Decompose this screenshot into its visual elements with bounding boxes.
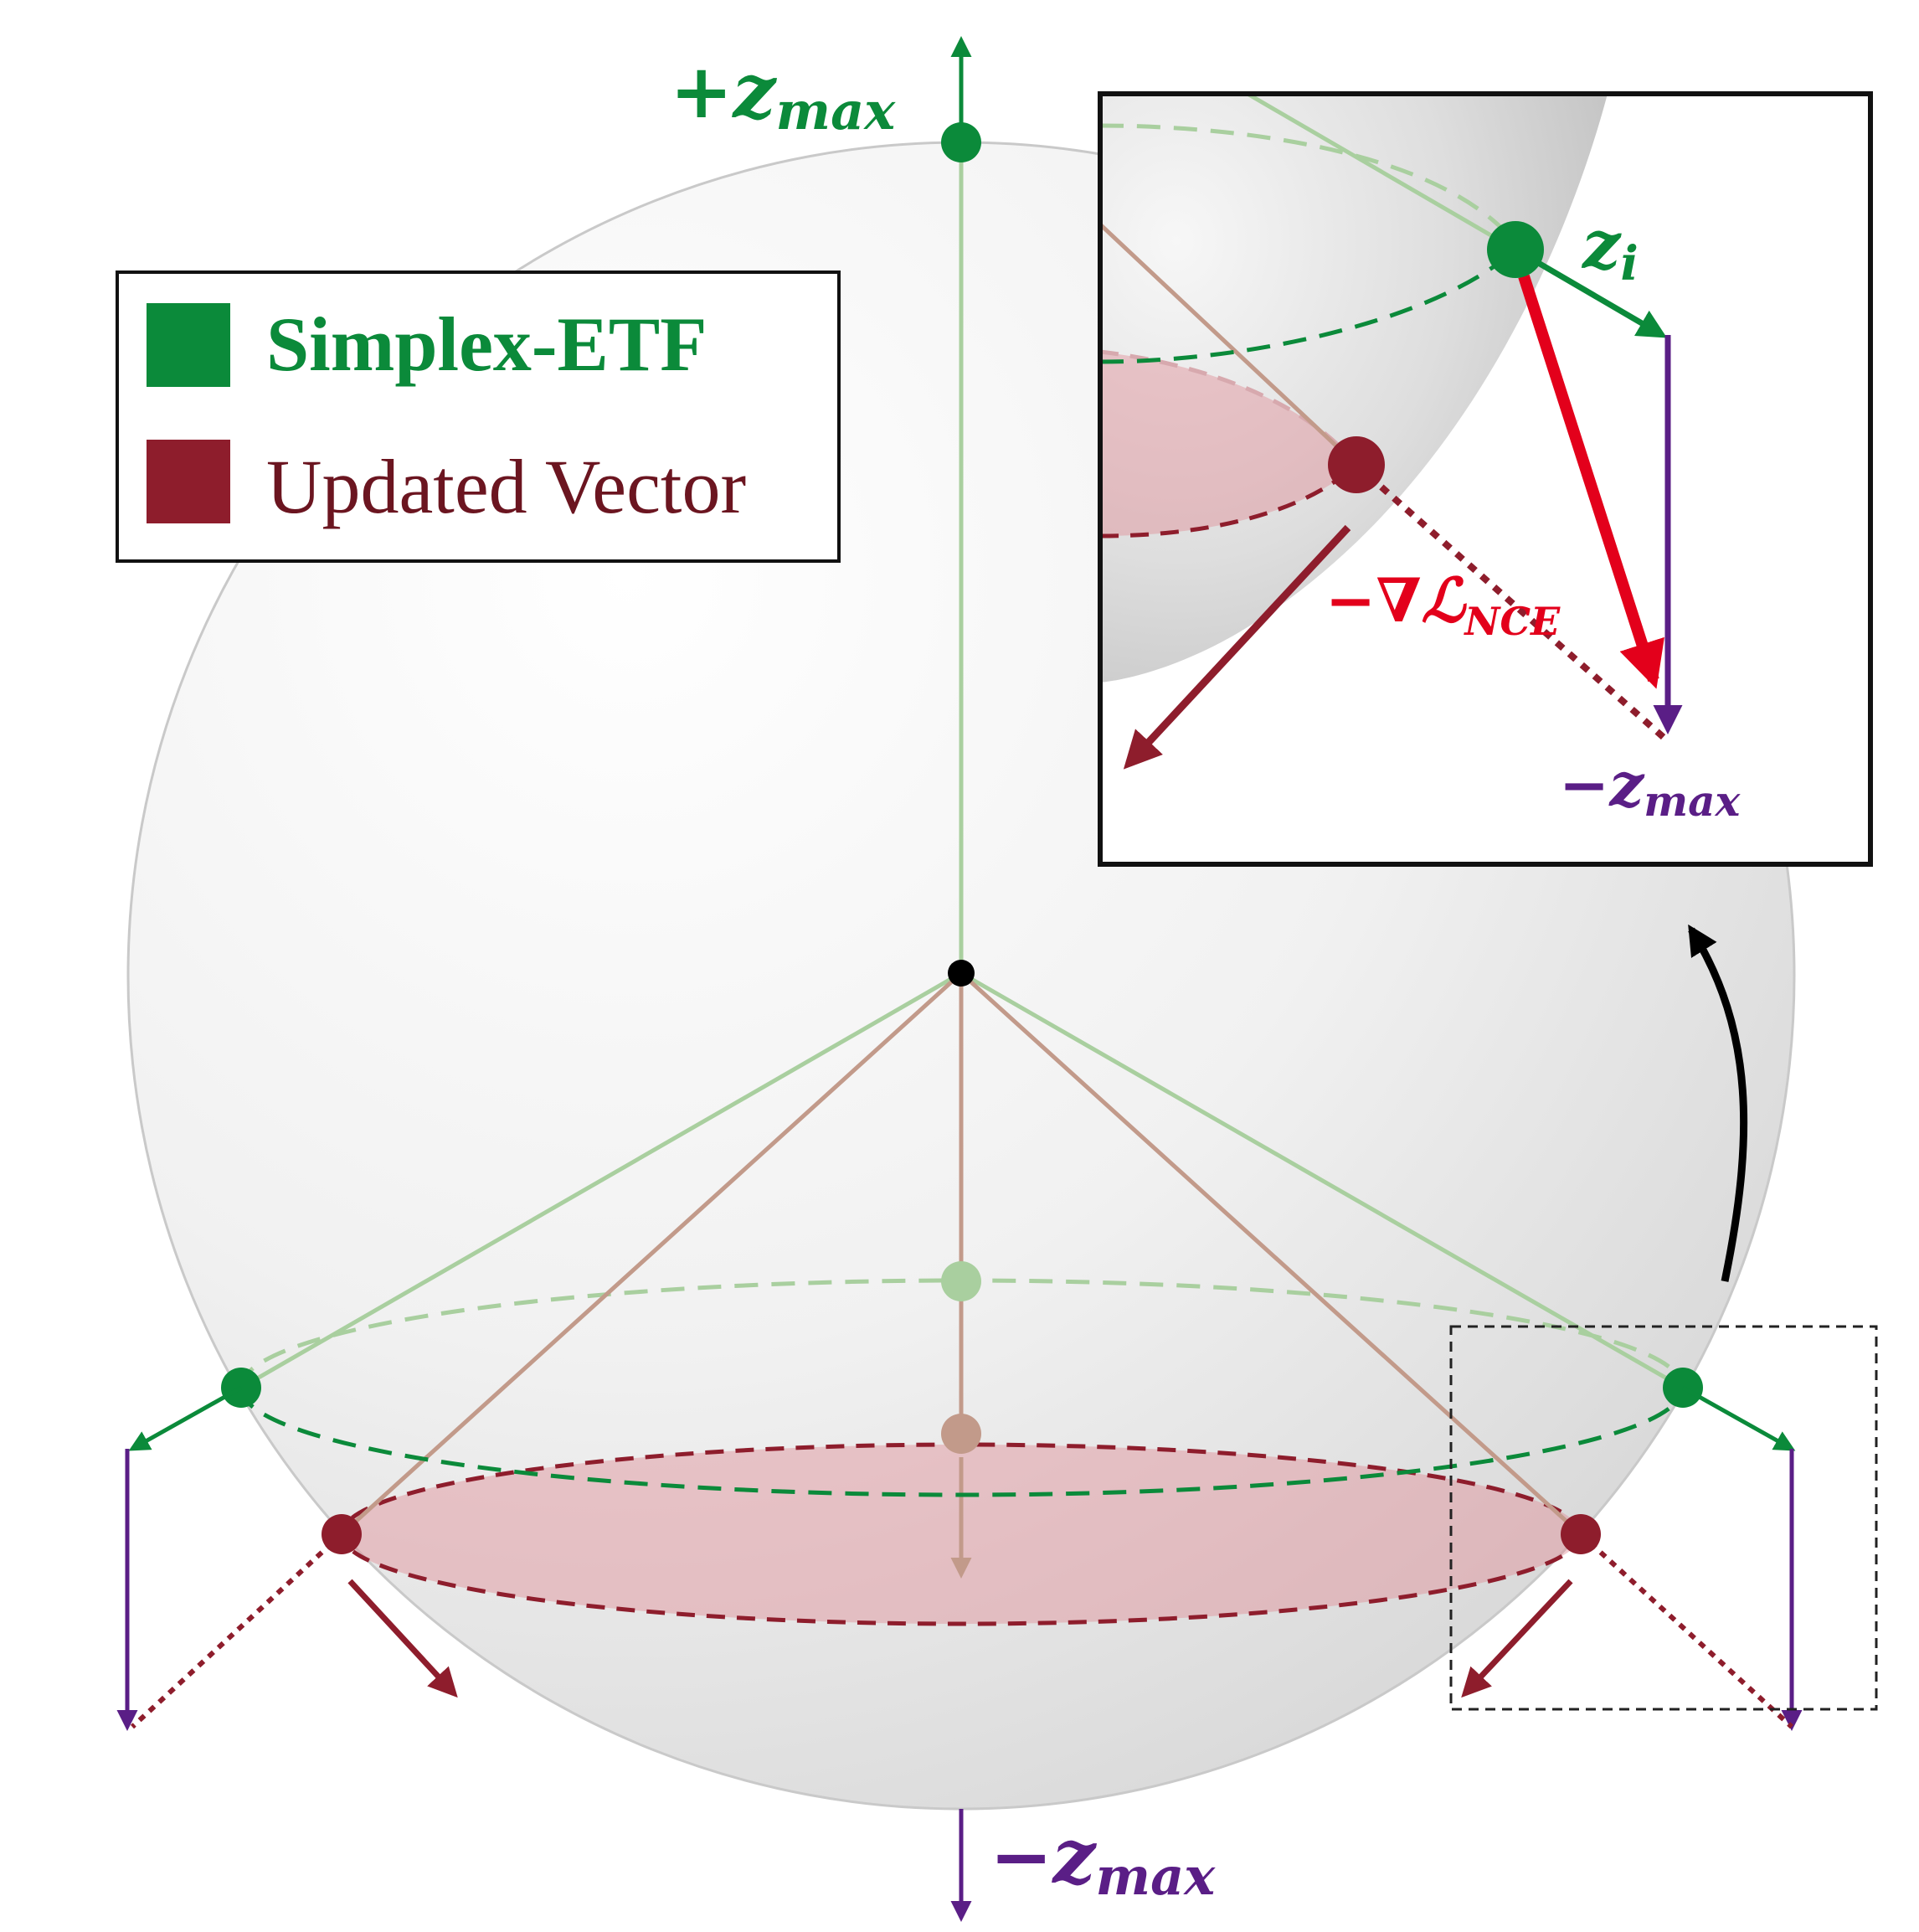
inset-panel: zi −∇ℒNCE −zmax [1098,91,1873,867]
left-darkred-arrow [347,1579,458,1698]
inset-neg-zmax-label: −zmax [1559,749,1742,826]
legend-label-updated: Updated Vector [266,444,746,529]
inset-darkred-arrow [1123,524,1351,770]
inset-gradient-label: −∇ℒNCE [1325,564,1561,644]
inset-zi-label: zi [1581,205,1639,291]
green-ellipse-center [941,1261,981,1301]
zoom-box [1449,1325,1878,1711]
legend-swatch-simplex [147,303,230,387]
cone-tan-left [340,971,963,1536]
inset-red-disc [1100,352,1356,536]
inset-green-cone-line [1246,94,1517,252]
legend-frame [116,270,841,563]
inset-green-ellipse-back [1100,123,1517,245]
right-dotted-line [1578,1532,1794,1729]
legend: Simplex-ETF Updated Vector [116,270,841,563]
legend-swatch-updated [147,440,230,523]
top-point [941,122,981,162]
green-ellipse-front [239,1387,1685,1497]
zoom-curved-arrow [1688,924,1748,1282]
left-green-tangent-arrow [128,1385,243,1451]
left-dotted-line [130,1532,344,1729]
inset-tan-cone-line [1100,223,1358,466]
cone-green-right [960,971,1685,1390]
red-ellipse-center [941,1414,981,1454]
right-darkred-arrow [1461,1579,1573,1698]
top-label: +zmax [670,47,896,142]
red-point-left [322,1514,362,1554]
inset-sphere-surface [1100,94,1608,683]
legend-label-simplex: Simplex-ETF [266,301,707,387]
inset-frame [1098,91,1873,867]
cone-green-left [239,971,963,1390]
bottom-label: −zmax [990,1812,1216,1907]
inset-red-point [1328,436,1385,493]
inset-gradient-arrow [1518,274,1664,689]
inset-dotted-line [1354,462,1670,744]
cone-tan-right [960,971,1582,1536]
inset-green-point [1487,221,1544,278]
right-green-tangent-arrow [1681,1385,1796,1451]
center-point [948,960,975,987]
red-point-right [1561,1514,1601,1554]
inset-green-ellipse-front [1100,248,1517,364]
